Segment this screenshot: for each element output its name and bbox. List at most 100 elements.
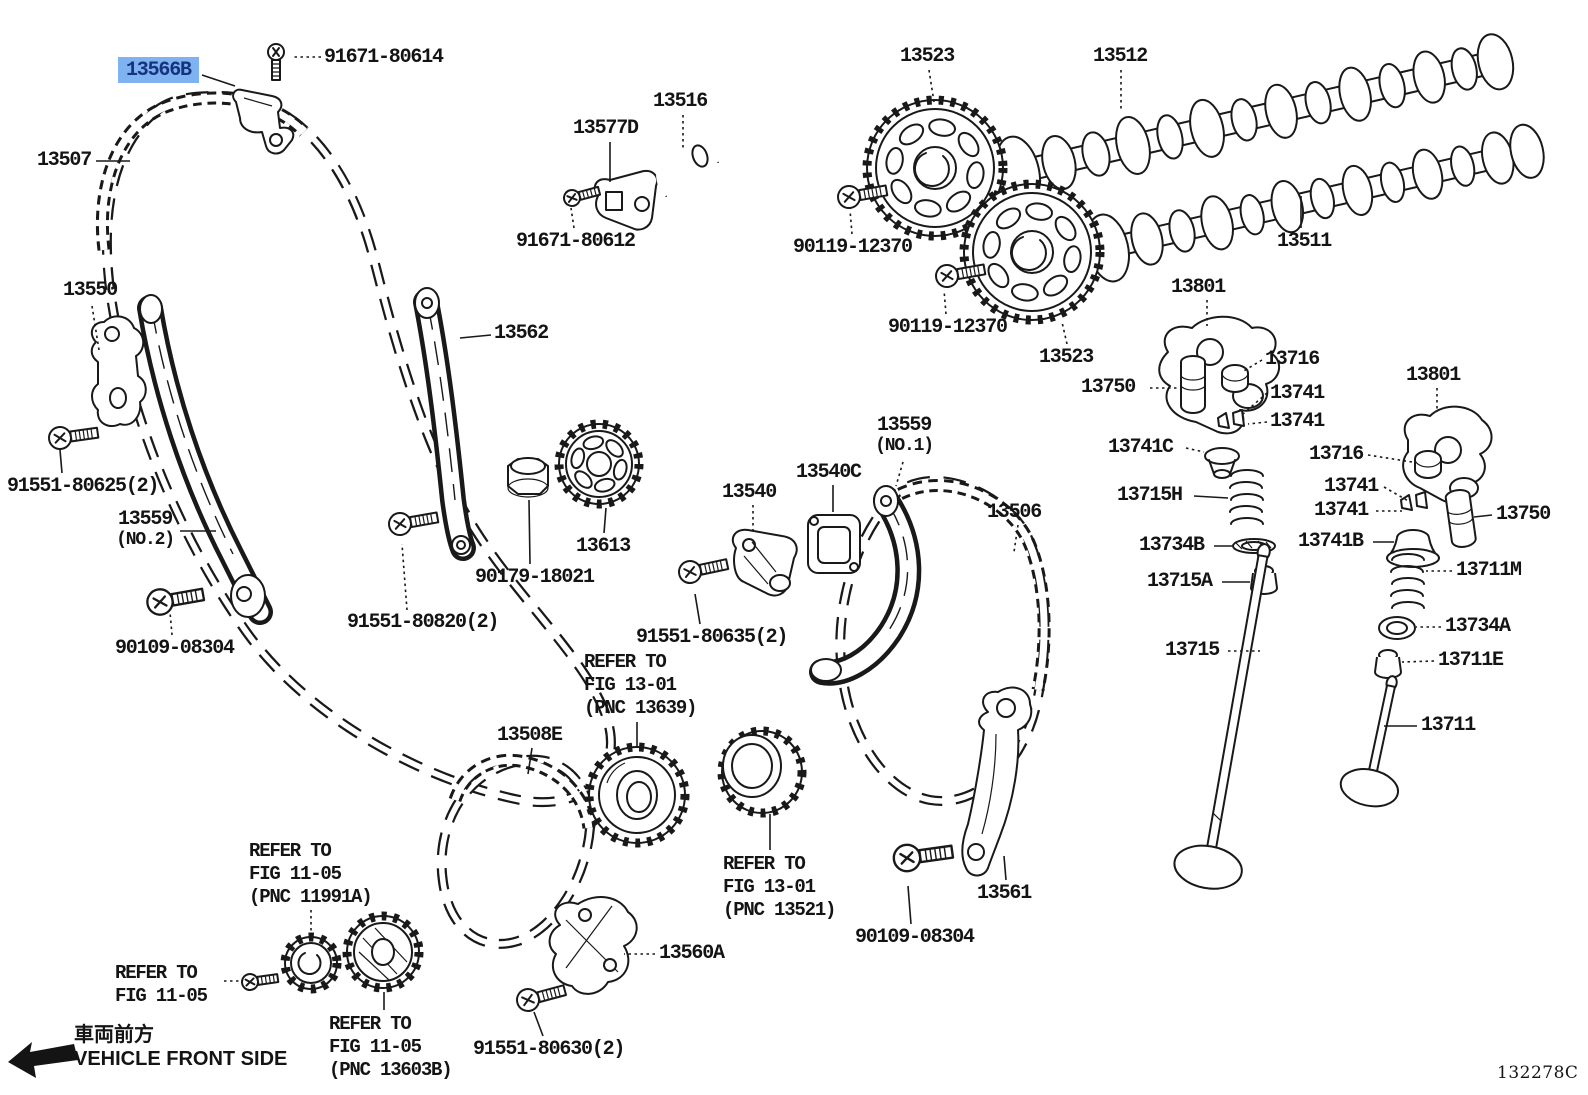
keepers-13741-right-art — [1400, 491, 1428, 511]
guide-13559-no2-art — [137, 294, 273, 625]
callout-seat-13734a[interactable]: 13734A — [1445, 615, 1511, 638]
callout-seat-13734b[interactable]: 13734B — [1139, 534, 1205, 557]
callout-refer-fig11-05-pnc11991a[interactable]: REFER TO FIG 11-05 (PNC 11991A) — [249, 840, 373, 909]
callout-retainer-13741c[interactable]: 13741C — [1108, 436, 1174, 459]
tensioner-13550-art — [90, 315, 147, 428]
cam-sprocket-lower-art — [964, 184, 1100, 320]
refer-pnc: (PNC 13521) — [723, 899, 836, 921]
callout-refer-fig13-01-pnc13521[interactable]: REFER TO FIG 13-01 (PNC 13521) — [723, 853, 836, 922]
refer-pnc: (PNC 13639) — [584, 697, 697, 719]
callout-sprocket-13613[interactable]: 13613 — [576, 535, 631, 558]
callout-retainer-13741b[interactable]: 13741B — [1298, 530, 1364, 553]
callout-keeper-13741-a[interactable]: 13741 — [1270, 382, 1325, 405]
bolt-refer-fig11-05-art — [239, 969, 280, 993]
sprocket-13613-art — [554, 419, 644, 509]
callout-bolt-91551-80630[interactable]: 91551-80630(2) — [473, 1038, 625, 1061]
vehicle-front-arrow-icon — [8, 1042, 78, 1078]
callout-bolt-91551-80635[interactable]: 91551-80635(2) — [636, 626, 788, 649]
retainer-13741b-art — [1386, 529, 1440, 568]
callout-part-13566b[interactable]: 13566B — [118, 57, 199, 83]
callout-gasket-13540c[interactable]: 13540C — [796, 461, 862, 484]
callout-bolt-90109-08304-bottom[interactable]: 90109-08304 — [855, 926, 975, 949]
callout-bolt-90119-12370-a[interactable]: 90119-12370 — [793, 236, 913, 259]
callout-refer-fig13-01-pnc13639[interactable]: REFER TO FIG 13-01 (PNC 13639) — [584, 651, 697, 720]
tensioner-arm-13561-art — [961, 686, 1033, 877]
callout-chain-13507[interactable]: 13507 — [37, 149, 92, 172]
screw-91671-80614-art — [267, 43, 285, 81]
callout-bolt-91551-80820[interactable]: 91551-80820(2) — [347, 611, 499, 634]
callout-guide-13559-no2[interactable]: 13559 (NO.2) — [112, 509, 178, 551]
guide-13562-art — [413, 287, 476, 561]
cap-13716-right-art — [1414, 450, 1442, 479]
callout-seal-13711e[interactable]: 13711E — [1438, 649, 1504, 672]
refer-text: REFER TO — [329, 1013, 412, 1035]
callout-bolt-90109-08304-left[interactable]: 90109-08304 — [115, 637, 235, 660]
callout-cap-13716-right[interactable]: 13716 — [1309, 443, 1364, 466]
pipe-13516-art — [656, 144, 721, 198]
refer-pnc: (PNC 11991A) — [249, 886, 373, 908]
callout-keeper-13741-b[interactable]: 13741 — [1270, 410, 1325, 433]
refer-pnc: (PNC 13603B) — [329, 1059, 453, 1081]
callout-cap-13716-left[interactable]: 13716 — [1265, 348, 1320, 371]
callout-refer-fig11-05[interactable]: REFER TO FIG 11-05 — [115, 962, 208, 1008]
callout-keeper-13741-c[interactable]: 13741 — [1324, 475, 1379, 498]
valve-seal-13711e-art — [1374, 649, 1402, 679]
bracket-13540-art — [731, 528, 798, 597]
callout-guide-13562[interactable]: 13562 — [494, 322, 549, 345]
diagram-code: 132278C — [1497, 1063, 1579, 1083]
lash-adjuster-13750-left-art — [1180, 355, 1206, 414]
callout-chain-13508e[interactable]: 13508E — [497, 724, 563, 747]
callout-guide-13559-no1[interactable]: 13559 (NO.1) — [871, 415, 937, 457]
callout-chain-13506[interactable]: 13506 — [987, 501, 1042, 524]
refer-fig: FIG 11-05 — [115, 985, 208, 1007]
refer-text: REFER TO — [584, 651, 667, 673]
callout-adjuster-13750-left[interactable]: 13750 — [1081, 376, 1136, 399]
callout-rocker-13801-right[interactable]: 13801 — [1406, 364, 1461, 387]
callout-refer-fig11-05-pnc13603b[interactable]: REFER TO FIG 11-05 (PNC 13603B) — [329, 1013, 453, 1082]
callout-tensioner-13561[interactable]: 13561 — [977, 882, 1032, 905]
callout-pipe-13516[interactable]: 13516 — [653, 90, 708, 113]
callout-spring-13715h[interactable]: 13715H — [1117, 484, 1183, 507]
callout-valve-13715[interactable]: 13715 — [1165, 639, 1220, 662]
callout-camshaft-13511[interactable]: 13511 — [1277, 230, 1332, 253]
callout-tensioner-13550[interactable]: 13550 — [63, 279, 118, 302]
guide-13559-no1-art — [809, 485, 922, 686]
callout-seal-13715a[interactable]: 13715A — [1147, 570, 1213, 593]
refer-fig: FIG 11-05 — [329, 1036, 422, 1058]
bolt-91551-80625-art — [46, 420, 101, 452]
callout-bolt-91671-80612[interactable]: 91671-80612 — [516, 230, 636, 253]
refer-fig: FIG 11-05 — [249, 863, 342, 885]
bracket-13566b-art — [232, 88, 295, 155]
bolt-91551-80635-art — [675, 552, 731, 587]
callout-adjuster-13750-right[interactable]: 13750 — [1496, 503, 1551, 526]
callout-sprocket-13523-lower[interactable]: 13523 — [1039, 346, 1094, 369]
vehicle-front-side-en: VEHICLE FRONT SIDE — [74, 1048, 288, 1070]
callout-spring-13711m[interactable]: 13711M — [1456, 559, 1522, 582]
valve-13711-art — [1339, 675, 1399, 808]
refer-fig: FIG 13-01 — [584, 674, 677, 696]
part-number-text: 13559 — [117, 508, 173, 531]
cap-13716-left-art — [1221, 364, 1249, 393]
refer-text: REFER TO — [723, 853, 806, 875]
callout-camshaft-13512[interactable]: 13512 — [1093, 45, 1148, 68]
callout-bolt-90119-12370-b[interactable]: 90119-12370 — [888, 316, 1008, 339]
callout-bracket-13577d[interactable]: 13577D — [573, 117, 639, 140]
callout-keeper-13741-d[interactable]: 13741 — [1314, 499, 1369, 522]
valve-spring-13715h-art — [1229, 469, 1264, 525]
bolt-91551-80820-art — [386, 505, 441, 538]
bolt-90109-08304-left-art — [144, 580, 207, 618]
callout-valve-13711[interactable]: 13711 — [1421, 714, 1476, 737]
callout-sprocket-13523-upper[interactable]: 13523 — [900, 45, 955, 68]
callout-bracket-13540[interactable]: 13540 — [722, 481, 777, 504]
callout-rocker-13801-left[interactable]: 13801 — [1171, 276, 1226, 299]
part-number-suffix: (NO.2) — [116, 530, 175, 550]
callout-bolt-91671-80614[interactable]: 91671-80614 — [324, 46, 444, 69]
callout-bolt-91551-80625[interactable]: 91551-80625(2) — [7, 475, 159, 498]
gasket-13540c-art — [807, 514, 861, 574]
callout-tensioner-13560a[interactable]: 13560A — [659, 942, 725, 965]
spring-seat-13734a-art — [1378, 616, 1416, 640]
part-number-text: 13559 — [876, 414, 932, 437]
callout-washer-90179-18021[interactable]: 90179-18021 — [475, 566, 595, 589]
